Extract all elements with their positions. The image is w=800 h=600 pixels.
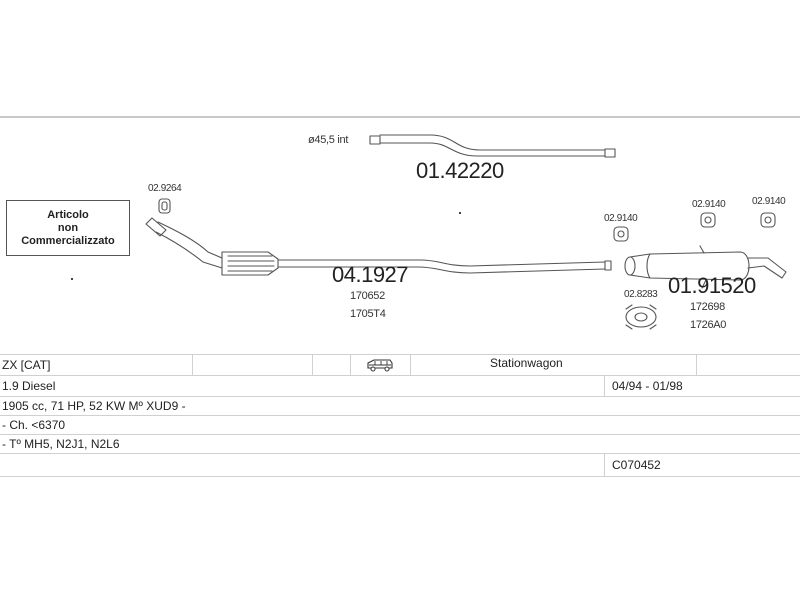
hanger-part-number-2[interactable]: 02.9140 (692, 199, 726, 210)
not-marketed-notice: Articolo non Commercializzato (6, 200, 130, 256)
table-row-chassis: - Ch. <6370 (0, 416, 800, 435)
rear-silencer-oe-ref-2: 1726A0 (690, 319, 727, 331)
model-name: ZX [CAT] (2, 358, 51, 372)
exhaust-drawing (145, 134, 787, 330)
cell-divider (696, 355, 697, 375)
vehicle-info-table: ZX [CAT] Stationwagon 1.9 Diesel 04/94 -… (0, 354, 800, 477)
front-pipe-part-number[interactable]: 04.1927 (332, 262, 409, 287)
tail-pipe-spec: ø45,5 int (308, 134, 349, 146)
engine-codes: - Tº MH5, N2J1, N2L6 (2, 437, 120, 451)
table-row-model: ZX [CAT] Stationwagon (0, 354, 800, 376)
van-icon-graphic (367, 359, 393, 372)
table-row-spec: 1905 cc, 71 HP, 52 KW Mº XUD9 - (0, 397, 800, 416)
note-line-3: Commercializzato (21, 234, 115, 247)
tail-pipe-shape (369, 134, 616, 158)
body-type: Stationwagon (490, 356, 563, 370)
chassis-limit: - Ch. <6370 (2, 418, 66, 432)
hanger-part-number-1[interactable]: 02.9140 (604, 213, 638, 224)
ring-shape (625, 304, 657, 330)
note-line-1: Articolo (47, 208, 89, 221)
van-icon (366, 358, 394, 372)
cell-divider (312, 355, 313, 375)
table-row-codes: - Tº MH5, N2J1, N2L6 (0, 435, 800, 454)
engine-spec: 1905 cc, 71 HP, 52 KW Mº XUD9 - (2, 399, 186, 413)
clamp-part-number[interactable]: 02.9264 (148, 183, 182, 194)
engine: 1.9 Diesel (2, 379, 56, 393)
tail-pipe-part-number[interactable]: 01.42220 (416, 158, 504, 183)
exhaust-diagram: Articolo non Commercializzato ø45,5 int … (0, 118, 800, 350)
note-line-2: non (57, 221, 79, 234)
front-pipe-shape (145, 217, 612, 276)
rear-silencer-shape (624, 245, 787, 289)
cell-divider (410, 355, 411, 375)
cell-divider (604, 454, 605, 476)
table-row-catalog: C070452 (0, 454, 800, 477)
stray-dot (459, 212, 461, 214)
ring-part-number[interactable]: 02.8283 (624, 289, 658, 300)
front-pipe-oe-ref-2: 1705T4 (350, 308, 386, 320)
catalog-code: C070452 (612, 458, 661, 472)
rear-silencer-oe-ref-1: 172698 (690, 301, 725, 313)
top-border (0, 116, 800, 118)
cell-divider (604, 376, 605, 396)
cell-divider (350, 355, 351, 375)
production-period: 04/94 - 01/98 (612, 379, 683, 393)
front-pipe-oe-ref-1: 170652 (350, 290, 385, 302)
hanger-part-number-3[interactable]: 02.9140 (752, 196, 786, 207)
hanger-shapes (613, 212, 776, 242)
table-row-engine: 1.9 Diesel 04/94 - 01/98 (0, 376, 800, 397)
stray-dot (71, 278, 73, 280)
rear-silencer-part-number[interactable]: 01.91520 (668, 273, 756, 298)
clamp-shape (158, 198, 171, 214)
cell-divider (192, 355, 193, 375)
